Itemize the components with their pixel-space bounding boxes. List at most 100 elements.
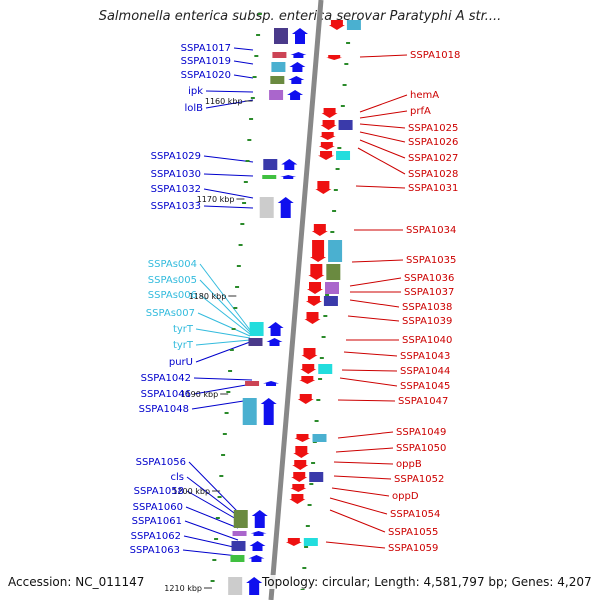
left-gene-label: SSPA1048 bbox=[139, 404, 189, 415]
feature-blocks bbox=[228, 20, 361, 595]
forward-gene-arrow bbox=[250, 531, 267, 536]
right-gene-label: SSPA1047 bbox=[398, 396, 448, 407]
right-gene-label: SSPA1018 bbox=[410, 50, 460, 61]
left-gene-label: lolB bbox=[184, 103, 203, 114]
leader-line bbox=[195, 341, 251, 363]
accession-text: Accession: NC_011147 bbox=[8, 575, 145, 589]
reverse-gene-arrow bbox=[299, 376, 316, 384]
right-gene-label: SSPA1038 bbox=[402, 302, 452, 313]
feature-track-block bbox=[326, 264, 341, 280]
reverse-gene-arrow bbox=[308, 264, 325, 280]
leader-line bbox=[359, 54, 408, 58]
left-gene-label: SSPA1030 bbox=[151, 169, 201, 180]
leader-line bbox=[233, 60, 254, 65]
right-gene-label: SSPA1055 bbox=[388, 527, 438, 538]
feature-track-block bbox=[346, 20, 361, 30]
leader-line bbox=[359, 110, 408, 119]
left-gene-label: purU bbox=[169, 357, 193, 368]
feature-track-block bbox=[312, 434, 327, 442]
leader-line bbox=[182, 549, 239, 557]
right-gene-label: SSPA1034 bbox=[406, 225, 456, 236]
forward-gene-arrow bbox=[246, 577, 263, 595]
right-gene-label: prfA bbox=[410, 106, 431, 117]
leader-line bbox=[185, 506, 239, 529]
leader-line bbox=[335, 447, 394, 453]
leader-line bbox=[233, 74, 254, 79]
leader-line bbox=[183, 535, 239, 549]
leader-line bbox=[331, 487, 390, 497]
right-gene-label: oppB bbox=[396, 459, 422, 470]
leader-line bbox=[233, 47, 254, 51]
feature-track-block bbox=[328, 240, 343, 262]
left-gene-label: SSPA1046 bbox=[141, 389, 191, 400]
left-gene-label: SSPA1032 bbox=[151, 184, 201, 195]
left-gene-label: SSPA1029 bbox=[151, 151, 201, 162]
reverse-gene-arrow bbox=[318, 151, 335, 160]
forward-gene-arrow bbox=[251, 510, 268, 528]
scale-tick-label: 1210 kbp bbox=[164, 584, 202, 593]
scale-tick-label: 1160 kbp bbox=[205, 97, 243, 106]
label-connectors bbox=[182, 47, 408, 557]
reverse-gene-arrow bbox=[304, 312, 321, 324]
leader-line bbox=[199, 263, 251, 331]
left-gene-label: SSPA1061 bbox=[132, 516, 182, 527]
leader-line bbox=[359, 131, 406, 143]
feature-track-block bbox=[309, 472, 324, 482]
right-gene-label: SSPA1045 bbox=[400, 381, 450, 392]
right-gene-label: hemA bbox=[410, 90, 439, 101]
reverse-gene-arrow bbox=[321, 108, 338, 118]
forward-gene-arrow bbox=[288, 76, 305, 84]
reverse-gene-arrow bbox=[315, 181, 332, 194]
right-gene-label: SSPA1031 bbox=[408, 183, 458, 194]
reverse-gene-arrow bbox=[326, 55, 343, 60]
leader-line bbox=[203, 205, 254, 209]
topology-text: Topology: circular; Length: 4,581,797 bp… bbox=[262, 575, 592, 589]
feature-track-block bbox=[303, 538, 318, 546]
forward-gene-arrow bbox=[248, 555, 265, 562]
feature-track-block bbox=[230, 555, 245, 562]
right-gene-label: SSPA1049 bbox=[396, 427, 446, 438]
feature-track-block bbox=[323, 296, 338, 306]
leader-line bbox=[351, 259, 404, 263]
left-gene-label: ipk bbox=[188, 86, 203, 97]
right-gene-label: SSPA1054 bbox=[390, 509, 440, 520]
right-gene-label: SSPA1036 bbox=[404, 273, 454, 284]
feature-track-block bbox=[269, 90, 284, 100]
leader-line bbox=[188, 461, 239, 513]
leader-line bbox=[193, 383, 253, 395]
left-gene-label: SSPA1020 bbox=[181, 70, 231, 81]
reverse-gene-arrow bbox=[297, 394, 314, 404]
right-gene-label: oppD bbox=[392, 491, 419, 502]
leader-line bbox=[359, 139, 406, 159]
forward-gene-arrow bbox=[260, 398, 277, 425]
leader-line bbox=[203, 173, 254, 177]
leader-line bbox=[329, 497, 388, 515]
scale-tick-label: 1180 kbp bbox=[189, 292, 227, 301]
reverse-gene-arrow bbox=[290, 484, 307, 492]
right-gene-label: SSPA1035 bbox=[406, 255, 456, 266]
leader-line bbox=[347, 315, 400, 322]
leader-line bbox=[203, 155, 254, 163]
right-gene-label: SSPA1050 bbox=[396, 443, 446, 454]
forward-gene-arrow bbox=[249, 541, 266, 551]
right-gene-label: SSPA1052 bbox=[394, 474, 444, 485]
right-gene-label: SSPA1037 bbox=[404, 287, 454, 298]
feature-track-block bbox=[231, 541, 246, 551]
feature-track-block bbox=[245, 381, 260, 386]
leader-line bbox=[193, 377, 253, 381]
left-gene-label: cls bbox=[171, 472, 185, 483]
scale-tick-label: 1190 kbp bbox=[180, 390, 218, 399]
reverse-gene-arrow bbox=[328, 20, 345, 30]
left-gene-label: SSPA1062 bbox=[131, 531, 181, 542]
leader-line bbox=[343, 351, 398, 357]
leader-line bbox=[349, 277, 402, 287]
right-gene-label: SSPA1026 bbox=[408, 137, 458, 148]
left-gene-label: SSPAs004 bbox=[148, 259, 197, 270]
reverse-gene-arrow bbox=[289, 494, 306, 504]
feature-track-block bbox=[272, 52, 287, 58]
forward-gene-arrow bbox=[280, 175, 297, 179]
reverse-gene-arrow bbox=[320, 120, 337, 130]
feature-track-block bbox=[242, 398, 257, 425]
leader-line bbox=[337, 431, 394, 439]
